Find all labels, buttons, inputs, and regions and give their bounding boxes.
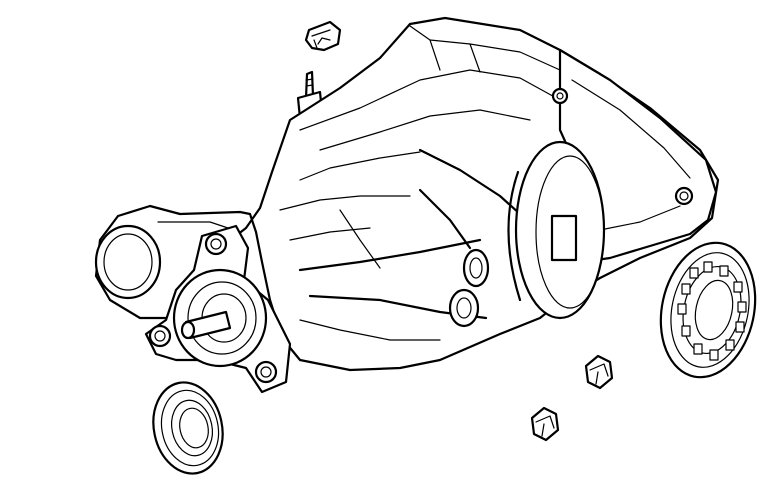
pinion-flange-icon (144, 224, 292, 394)
plug-lower-icon (530, 406, 560, 442)
pinion-seal-icon (152, 381, 224, 475)
mount-bushing-icon (304, 20, 342, 52)
plug-upper-icon (584, 354, 614, 390)
differential-housing-icon (94, 16, 720, 372)
axle-bearing-icon (659, 241, 757, 379)
